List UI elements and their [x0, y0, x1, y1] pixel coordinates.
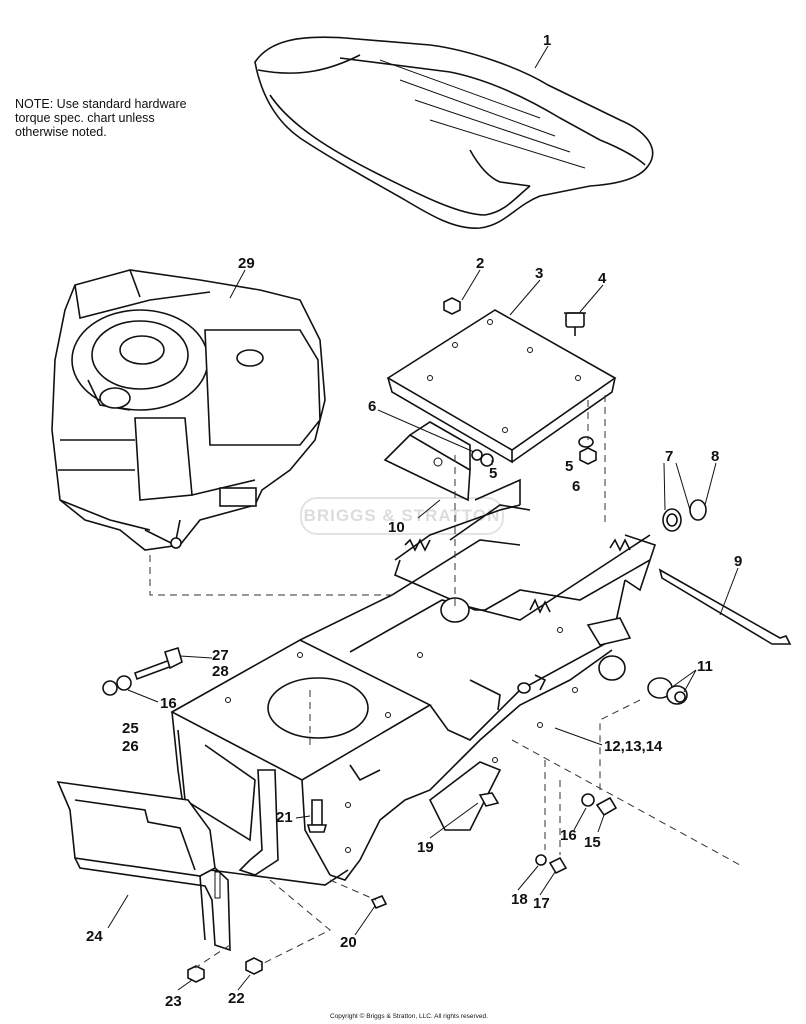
- hardware-drawing: [102, 297, 792, 983]
- callout-21: 21: [276, 809, 293, 826]
- callout-4: 4: [598, 270, 607, 287]
- callout-16-left: 16: [160, 695, 177, 712]
- callout-19: 19: [417, 839, 434, 856]
- callout-15: 15: [584, 834, 601, 851]
- assembly-lines: [149, 395, 741, 969]
- side-panel-drawing: [56, 781, 231, 952]
- note-line-1: NOTE: Use standard hardware: [15, 97, 187, 111]
- callout-22: 22: [228, 990, 245, 1007]
- callout-6-right: 6: [572, 478, 580, 495]
- callout-10: 10: [388, 519, 405, 536]
- callout-8: 8: [711, 448, 719, 465]
- torque-note: NOTE: Use standard hardware torque spec.…: [15, 97, 215, 139]
- callout-12-13-14: 12,13,14: [604, 738, 663, 755]
- callout-20: 20: [340, 934, 357, 951]
- callout-6-upper: 6: [368, 398, 376, 415]
- copyright-notice: Copyright © Briggs & Stratton, LLC. All …: [330, 1013, 488, 1020]
- callout-16-right: 16: [560, 827, 577, 844]
- callout-29: 29: [238, 255, 255, 272]
- seat-pan-drawing: [386, 309, 617, 464]
- seat-drawing: [254, 36, 654, 229]
- callout-3: 3: [535, 265, 543, 282]
- callout-17: 17: [533, 895, 550, 912]
- callout-25: 25: [122, 720, 139, 737]
- leader-lines: [107, 45, 739, 991]
- note-line-3: otherwise noted.: [15, 125, 107, 139]
- callout-23: 23: [165, 993, 182, 1010]
- brand-watermark: BRIGGS & STRATTON: [300, 497, 504, 535]
- callout-labels: 1 29 2 3 4 6 5 5 6 7 8 10 9 27 28 16 25 …: [86, 32, 742, 1010]
- main-frame-drawing: [170, 478, 657, 886]
- callout-11: 11: [697, 658, 713, 675]
- callout-9: 9: [734, 553, 742, 570]
- callout-26: 26: [122, 738, 139, 755]
- callout-5-right: 5: [565, 458, 573, 475]
- callout-7: 7: [665, 448, 673, 465]
- callout-18: 18: [511, 891, 528, 908]
- engine-drawing: [51, 269, 326, 551]
- callout-27: 27: [212, 647, 229, 664]
- seat-bracket-drawing: [383, 421, 471, 502]
- callout-28: 28: [212, 663, 229, 680]
- callout-24: 24: [86, 928, 103, 945]
- callout-1: 1: [543, 32, 551, 49]
- note-line-2: torque spec. chart unless: [15, 111, 155, 125]
- callout-5-bracket: 5: [489, 465, 497, 482]
- callout-2: 2: [476, 255, 484, 272]
